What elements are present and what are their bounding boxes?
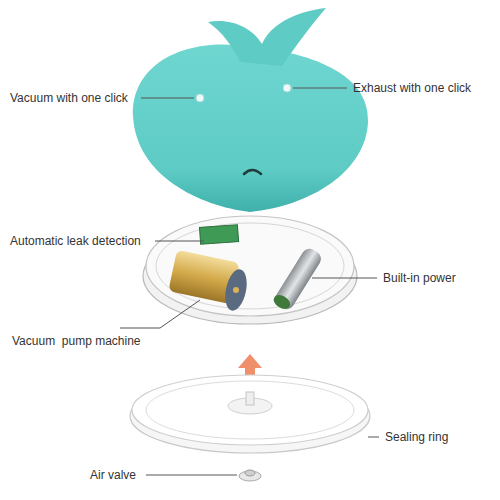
bottom-plate xyxy=(132,375,368,445)
whale-smile xyxy=(244,170,261,174)
vacuum-button xyxy=(196,94,204,102)
exhaust-button xyxy=(283,84,291,92)
sealing-ring-groove xyxy=(146,381,354,439)
battery xyxy=(271,246,324,313)
air-valve xyxy=(239,470,261,481)
plate-post xyxy=(246,392,254,405)
base-housing xyxy=(146,216,354,316)
callout-label: Built-in power xyxy=(383,271,456,285)
callout-label: Air valve xyxy=(90,468,136,482)
callout-label: Exhaust with one click xyxy=(353,81,471,95)
pcb-board xyxy=(199,225,238,245)
callout-label: Vacuum pump machine xyxy=(12,334,141,348)
whale-body xyxy=(133,44,368,212)
leader-lines xyxy=(120,88,379,475)
pump-motor xyxy=(168,250,250,313)
callout-label: Vacuum with one click xyxy=(10,91,128,105)
callout-label: Sealing ring xyxy=(385,430,448,444)
callout-label: Automatic leak detection xyxy=(10,234,141,248)
whale-tail xyxy=(208,8,326,66)
